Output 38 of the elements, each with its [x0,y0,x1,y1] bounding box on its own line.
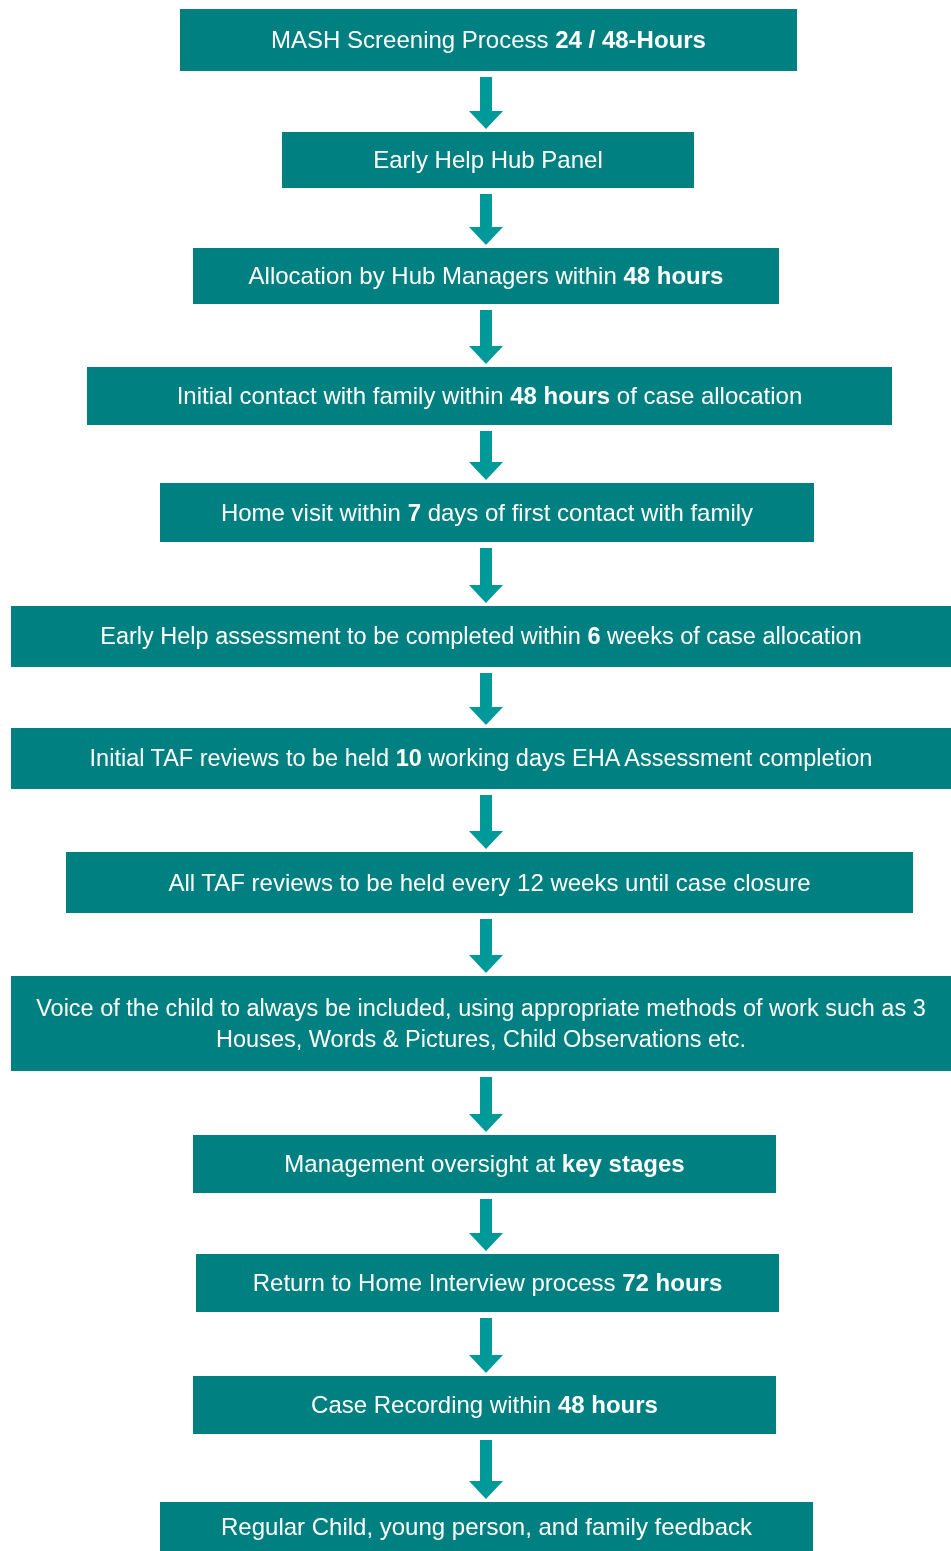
step-text: All TAF reviews to be held every 12 weeks until case closure [168,867,811,898]
step-text: Initial TAF reviews to be held 10 working days EHA Assessment completion [89,744,873,774]
step-text: Early Help assessment to be completed within 6 weeks of case allocation [100,622,862,652]
step-text: MASH Screening Process 24 / 48-Hours [271,25,706,56]
arrow [469,77,503,129]
process-box [66,852,913,913]
process-box [193,1135,776,1193]
arrow [469,1077,503,1132]
process-box [160,1502,813,1551]
process-box [196,1254,779,1312]
process-box [282,132,694,188]
arrow [469,795,503,849]
step-text: Home visit within 7 days of first contact with family [220,497,754,528]
process-box [11,976,951,1071]
step-text: Voice of the child to always be included, using appropriate methods of work such as 3 Houses, Words & Pictures, Child Observations etc. [35,993,927,1054]
process-box [193,248,779,304]
arrow [469,548,503,603]
arrow [469,431,503,480]
process-box [11,606,951,667]
process-box [11,728,951,789]
step-text: Allocation by Hub Managers within 48 hours [248,261,724,292]
step-text: Management oversight at key stages [284,1149,685,1180]
step-text: Initial contact with family within 48 hours of case allocation [176,381,803,412]
process-box [87,367,892,425]
arrow [469,310,503,364]
process-box [180,9,797,71]
step-text: Regular Child, young person, and family feedback [221,1511,752,1542]
step-text: Case Recording within 48 hours [311,1390,658,1421]
process-box [160,483,814,542]
step-text: Early Help Hub Panel [373,145,603,176]
arrow [469,194,503,245]
arrow [469,1199,503,1251]
step-text: Return to Home Interview process 72 hours [252,1268,723,1299]
arrow [469,673,503,725]
arrow [469,1318,503,1373]
arrow [469,1440,503,1499]
arrow [469,919,503,973]
process-box [193,1376,776,1434]
